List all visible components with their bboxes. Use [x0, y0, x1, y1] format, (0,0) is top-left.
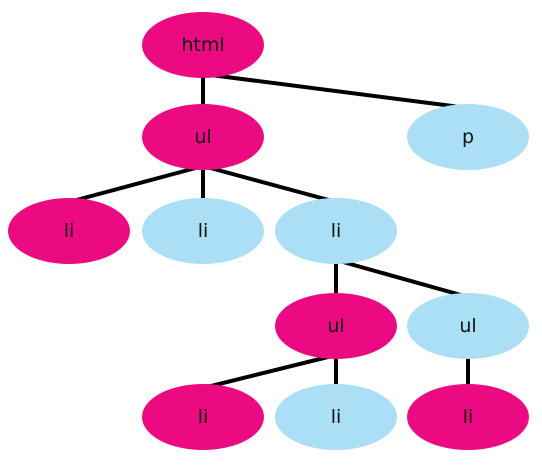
node-ul3-label: ul [459, 315, 476, 337]
node-li5-ellipse [275, 384, 397, 450]
node-p: p [407, 104, 529, 170]
node-li6: li [407, 384, 529, 450]
node-p-ellipse [407, 104, 529, 170]
node-li3: li [275, 198, 397, 264]
node-li1: li [8, 198, 130, 264]
node-li5-label: li [331, 406, 342, 428]
node-html: html [142, 12, 264, 78]
node-li1-ellipse [8, 198, 130, 264]
edge-ul2-li4 [202, 353, 337, 390]
node-li3-ellipse [275, 198, 397, 264]
node-li1-label: li [64, 220, 75, 242]
node-li4: li [142, 384, 264, 450]
node-li2-ellipse [142, 198, 264, 264]
node-li4-label: li [198, 406, 209, 428]
node-li2: li [142, 198, 264, 264]
node-ul1-label: ul [194, 126, 211, 148]
node-li6-label: li [463, 406, 474, 428]
edge-html-p [202, 72, 469, 110]
node-ul1-ellipse [142, 104, 264, 170]
node-html-ellipse [142, 12, 264, 78]
node-li2-label: li [198, 220, 209, 242]
edge-ul1-li1 [68, 164, 204, 204]
tree-nodes: html ul p li li li ul ul li li li [8, 12, 529, 450]
node-ul3: ul [407, 293, 529, 359]
node-li3-label: li [331, 220, 342, 242]
edge-li3-ul3 [335, 258, 469, 299]
node-ul3-ellipse [407, 293, 529, 359]
node-li6-ellipse [407, 384, 529, 450]
node-li4-ellipse [142, 384, 264, 450]
node-ul2-label: ul [327, 315, 344, 337]
node-p-label: p [462, 126, 474, 148]
node-ul1: ul [142, 104, 264, 170]
node-li5: li [275, 384, 397, 450]
node-ul2-ellipse [275, 293, 397, 359]
tree-edges [68, 72, 470, 390]
node-ul2: ul [275, 293, 397, 359]
edge-ul1-li3 [202, 164, 337, 204]
node-html-label: html [181, 34, 224, 56]
